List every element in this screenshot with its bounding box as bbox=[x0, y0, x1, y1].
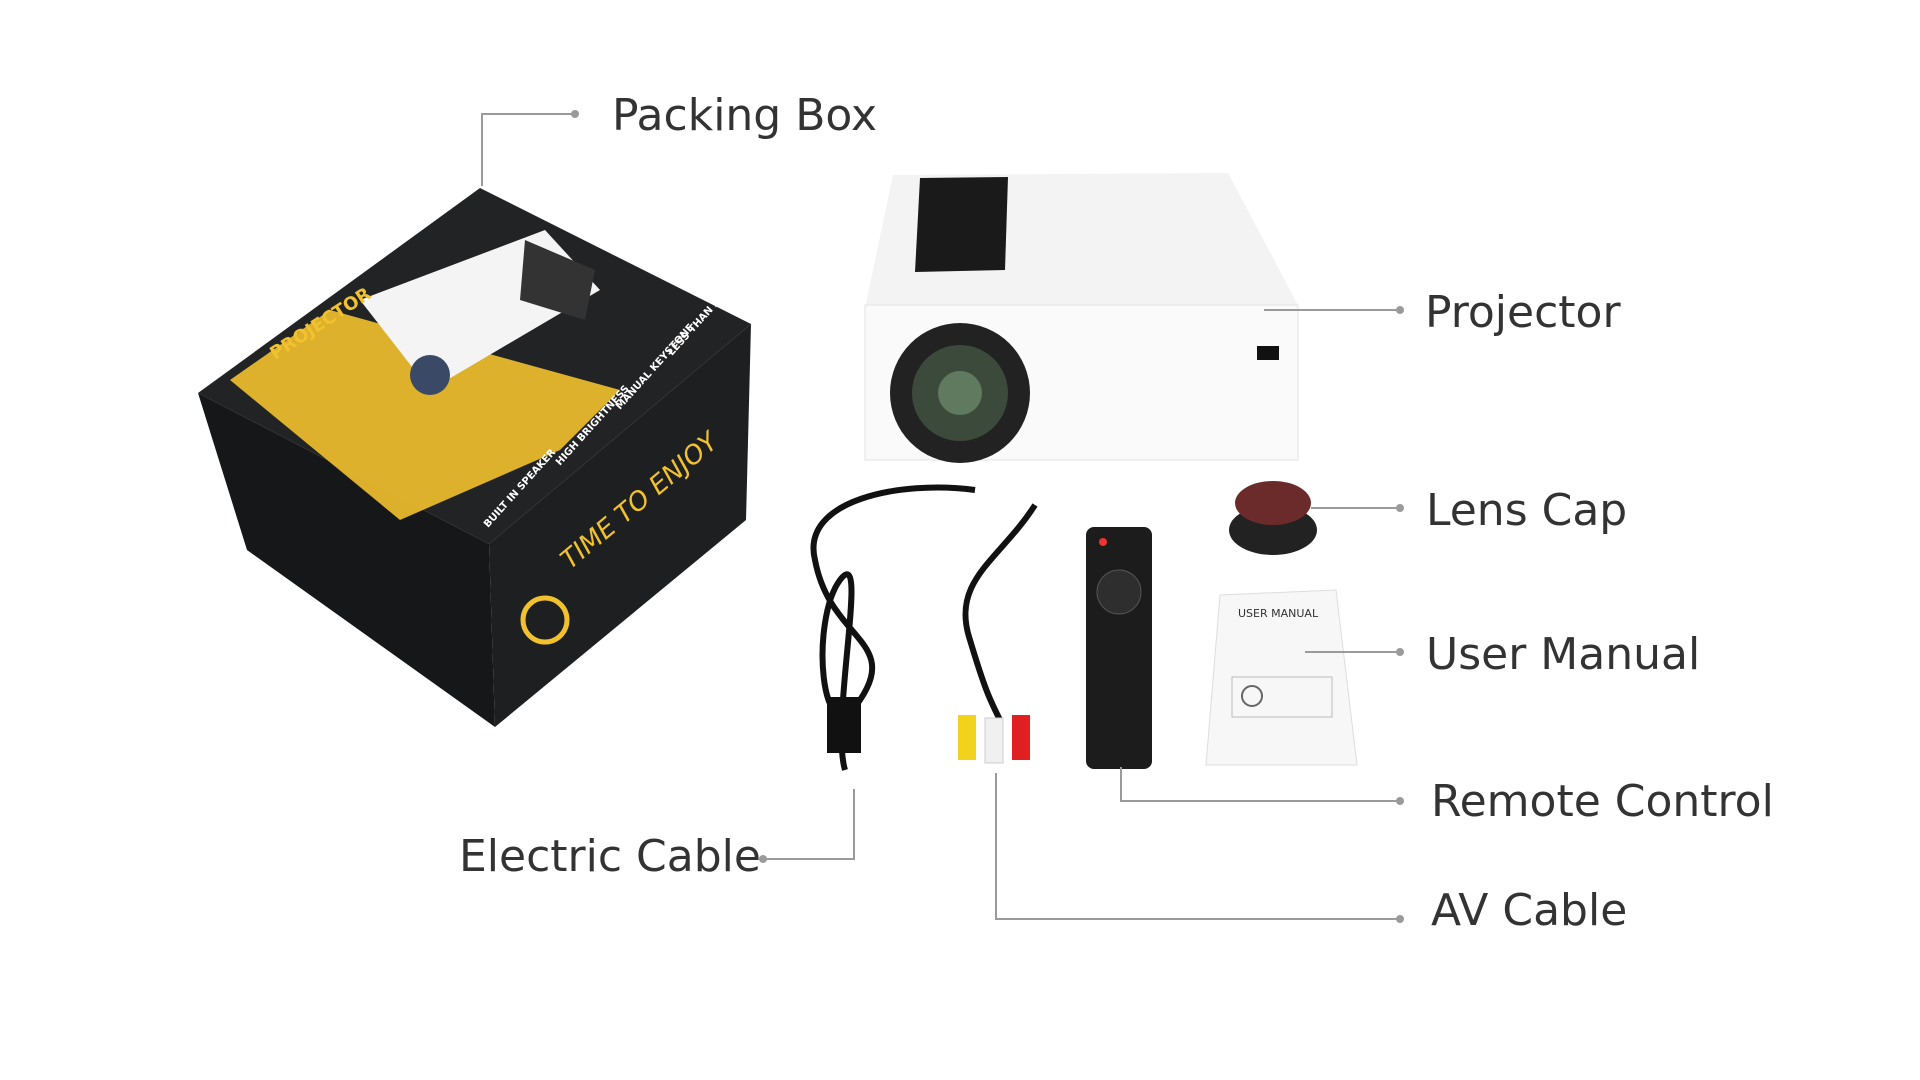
label-electric-cable: Electric Cable bbox=[459, 831, 761, 882]
remote-control bbox=[1086, 527, 1152, 769]
lens-cap bbox=[1229, 481, 1317, 555]
av-cable bbox=[958, 503, 1038, 764]
projector bbox=[864, 173, 1299, 463]
leader-lines bbox=[481, 113, 1398, 920]
user-manual: USER MANUAL bbox=[1205, 589, 1358, 766]
packing-box: PROJECTOR TIME TO ENJOY BUILT IN SPEAKER… bbox=[198, 188, 751, 727]
electric-cable bbox=[810, 484, 976, 771]
label-projector: Projector bbox=[1425, 287, 1621, 338]
label-lens-cap: Lens Cap bbox=[1426, 485, 1628, 536]
leader-dots bbox=[571, 110, 1404, 923]
label-packing-box: Packing Box bbox=[612, 90, 878, 141]
manual-cover-text: USER MANUAL bbox=[1238, 607, 1319, 620]
label-user-manual: User Manual bbox=[1426, 629, 1701, 680]
label-remote-control: Remote Control bbox=[1431, 776, 1774, 827]
label-av-cable: AV Cable bbox=[1431, 885, 1628, 936]
